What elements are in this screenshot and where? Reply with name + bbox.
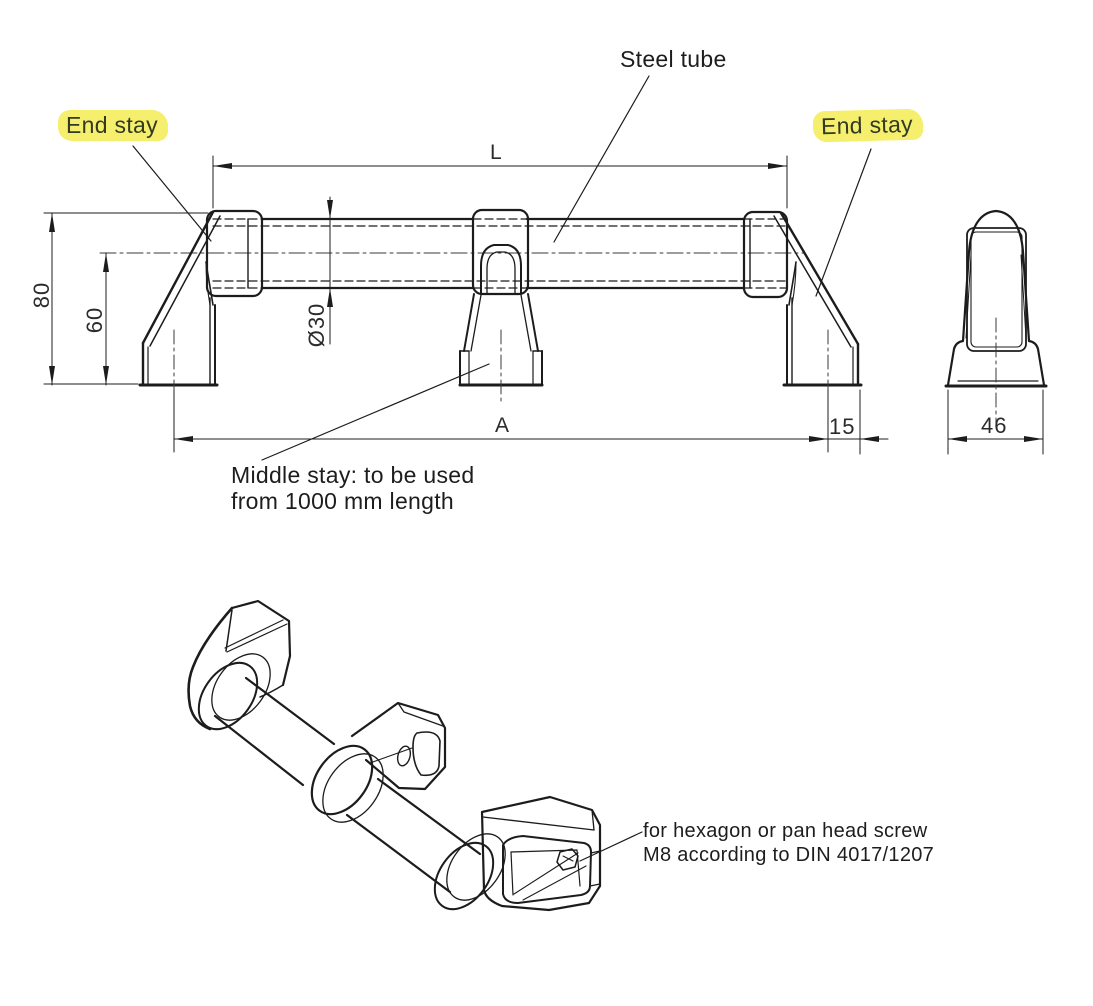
dim-15: 15 <box>829 414 856 439</box>
steel-tube-hidden-edges <box>212 218 787 289</box>
dim-80: 80 <box>29 281 54 309</box>
dim-L-lines <box>212 155 788 209</box>
front-view <box>43 155 889 455</box>
leader-steel-tube <box>553 75 650 243</box>
end-stay-left-highlight: End stay <box>58 110 168 141</box>
side-view-pocket-outer <box>966 227 1027 352</box>
iso-end-stay-right <box>433 795 602 912</box>
end-stay-left-label: End stay <box>58 110 168 141</box>
leader-screw-note <box>579 831 643 862</box>
screw-note: for hexagon or pan head screw M8 accordi… <box>643 820 935 866</box>
end-stay-left-outline <box>138 209 264 387</box>
dim-A: A <box>495 414 511 437</box>
leader-middle-stay <box>261 363 490 461</box>
leader-lines <box>132 75 872 862</box>
dim-A-15-lines <box>173 389 889 455</box>
side-view-outer-profile <box>946 209 1046 387</box>
dim-80-60-lines <box>43 212 209 386</box>
steel-tube-outline <box>260 217 746 290</box>
iso-hex-socket <box>556 848 579 871</box>
dim-60: 60 <box>82 306 107 334</box>
leader-end-stay-right <box>815 148 872 297</box>
iso-steel-tube <box>213 676 482 894</box>
end-stay-right-highlight: End stay <box>812 108 924 143</box>
dim-L: L <box>490 141 503 164</box>
dim-tube-diameter: Ø30 <box>304 302 329 348</box>
end-stay-right-label: End stay <box>812 108 924 143</box>
middle-stay-note: Middle stay: to be used from 1000 mm len… <box>231 462 475 515</box>
steel-tube-label: Steel tube <box>620 46 727 72</box>
side-view <box>944 209 1048 455</box>
dim-46-lines <box>947 389 1044 455</box>
iso-end-stay-left <box>187 599 292 731</box>
dim-46: 46 <box>981 413 1008 438</box>
leader-end-stay-left <box>132 145 212 242</box>
end-stay-right-outline <box>742 210 863 387</box>
isometric-view <box>187 599 602 912</box>
iso-middle-stay <box>310 701 447 823</box>
